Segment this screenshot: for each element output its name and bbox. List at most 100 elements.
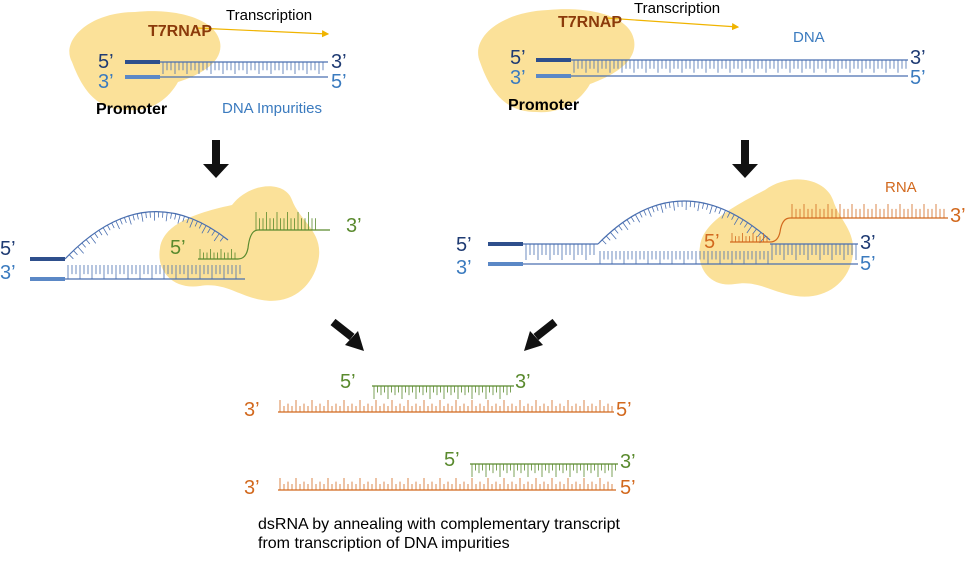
base-tick — [102, 227, 109, 236]
green-three-prime-label: 3’ — [515, 371, 531, 393]
t7rnap-label: T7RNAP — [558, 14, 622, 31]
base-tick — [733, 216, 740, 226]
panel-middle-right: RNA 5’ 3’ 3’ 5’ 5’ 3’ — [456, 179, 966, 297]
dna-base-pairs — [162, 62, 324, 74]
figure-caption: dsRNA by annealing with complementary tr… — [258, 515, 778, 553]
dna-bubble-ticks — [68, 211, 224, 260]
dna-label: DNA — [793, 29, 825, 46]
base-tick — [647, 208, 652, 217]
base-tick — [709, 205, 713, 215]
five-prime-end-label: 5’ — [910, 67, 926, 89]
transcription-arrow — [605, 17, 740, 31]
dna-base-pairs-right — [771, 244, 857, 260]
rna-three-prime-label: 3’ — [346, 215, 362, 237]
promoter-top-bar — [30, 257, 65, 261]
base-tick — [128, 215, 132, 225]
base-tick — [219, 236, 224, 242]
transcription-arrow — [195, 27, 330, 38]
down-arrow-right — [732, 140, 758, 178]
caption-line-2: from transcription of DNA impurities — [258, 535, 510, 552]
three-prime-label: 3’ — [98, 71, 114, 93]
base-tick — [211, 230, 216, 236]
three-prime-end-label: 3’ — [331, 51, 347, 73]
base-tick — [85, 239, 91, 245]
base-tick — [106, 224, 111, 231]
rna-label: RNA — [885, 179, 917, 196]
base-tick — [634, 214, 641, 223]
dna-base-pairs-left — [525, 244, 595, 260]
base-tick — [182, 215, 185, 222]
base-tick — [752, 228, 757, 234]
promoter-label: Promoter — [96, 101, 167, 118]
base-tick — [136, 213, 139, 220]
three-prime-label: 3’ — [510, 67, 526, 89]
rna-bases-tail — [791, 204, 945, 218]
three-prime-label: 3’ — [0, 262, 16, 284]
transcription-label: Transcription — [226, 7, 312, 24]
base-tick — [718, 208, 722, 214]
three-prime-end-label: 3’ — [910, 47, 926, 69]
five-prime-label: 5’ — [616, 399, 632, 421]
base-tick — [655, 205, 659, 211]
base-tick — [610, 232, 617, 240]
three-prime-label: 3’ — [456, 257, 472, 279]
base-tick — [744, 222, 748, 228]
panel-top-left: T7RNAP Transcription Promoter DNA Impuri… — [69, 7, 347, 118]
base-tick — [186, 217, 190, 224]
panel-middle-left: 5’ 3’ 5’ 3’ — [0, 186, 362, 301]
base-tick — [81, 242, 86, 248]
base-tick — [115, 220, 120, 230]
base-tick — [651, 206, 655, 213]
five-prime-end-label: 5’ — [331, 71, 347, 93]
rna-bases — [731, 233, 768, 242]
rna-three-prime-label: 3’ — [950, 205, 966, 227]
rna-five-prime-label: 5’ — [170, 237, 186, 259]
base-tick — [673, 201, 675, 211]
base-tick — [194, 220, 198, 227]
base-tick — [141, 212, 144, 222]
down-arrow-left — [203, 140, 229, 178]
base-tick — [68, 254, 74, 260]
base-tick — [207, 227, 211, 234]
base-tick — [731, 214, 735, 220]
base-tick — [757, 232, 762, 238]
base-tick — [198, 223, 203, 229]
base-tick — [739, 219, 744, 225]
five-prime-end-label: 5’ — [860, 253, 876, 275]
promoter-label: Promoter — [508, 97, 579, 114]
dna-base-pairs — [67, 265, 241, 279]
diagonal-arrow-left — [330, 318, 364, 351]
t7rnap-enzyme-blob — [159, 186, 320, 301]
rna-bases-tail — [255, 212, 316, 230]
base-tick — [639, 212, 643, 218]
three-prime-label: 3’ — [244, 399, 260, 421]
transcription-label: Transcription — [634, 0, 720, 17]
base-tick — [213, 233, 220, 242]
dsrna-product-2: 3’ 5’ 5’ 3’ — [244, 449, 636, 499]
base-tick — [90, 235, 97, 244]
base-tick — [660, 203, 664, 213]
base-tick — [746, 225, 753, 234]
promoter-bottom-bar — [488, 262, 523, 266]
promoter-top-bar — [125, 60, 160, 64]
five-prime-label: 5’ — [456, 234, 472, 256]
base-tick — [697, 202, 700, 212]
base-tick — [706, 203, 709, 210]
complementary-bases — [373, 386, 511, 399]
panel-top-right: T7RNAP Transcription DNA Promoter 5’ 3’ … — [478, 0, 926, 114]
three-prime-label: 3’ — [244, 477, 260, 499]
rna-bases — [199, 249, 236, 259]
base-tick — [111, 222, 115, 229]
base-tick — [123, 217, 127, 223]
base-tick — [174, 213, 177, 220]
five-prime-label: 5’ — [620, 477, 636, 499]
rna-bases — [279, 400, 613, 412]
base-tick — [73, 250, 78, 256]
five-prime-label: 5’ — [510, 47, 526, 69]
green-five-prime-label: 5’ — [444, 449, 460, 471]
three-prime-end-label: 3’ — [860, 232, 876, 254]
t7rnap-label: T7RNAP — [148, 23, 212, 40]
base-tick — [714, 206, 718, 213]
base-tick — [643, 210, 647, 216]
